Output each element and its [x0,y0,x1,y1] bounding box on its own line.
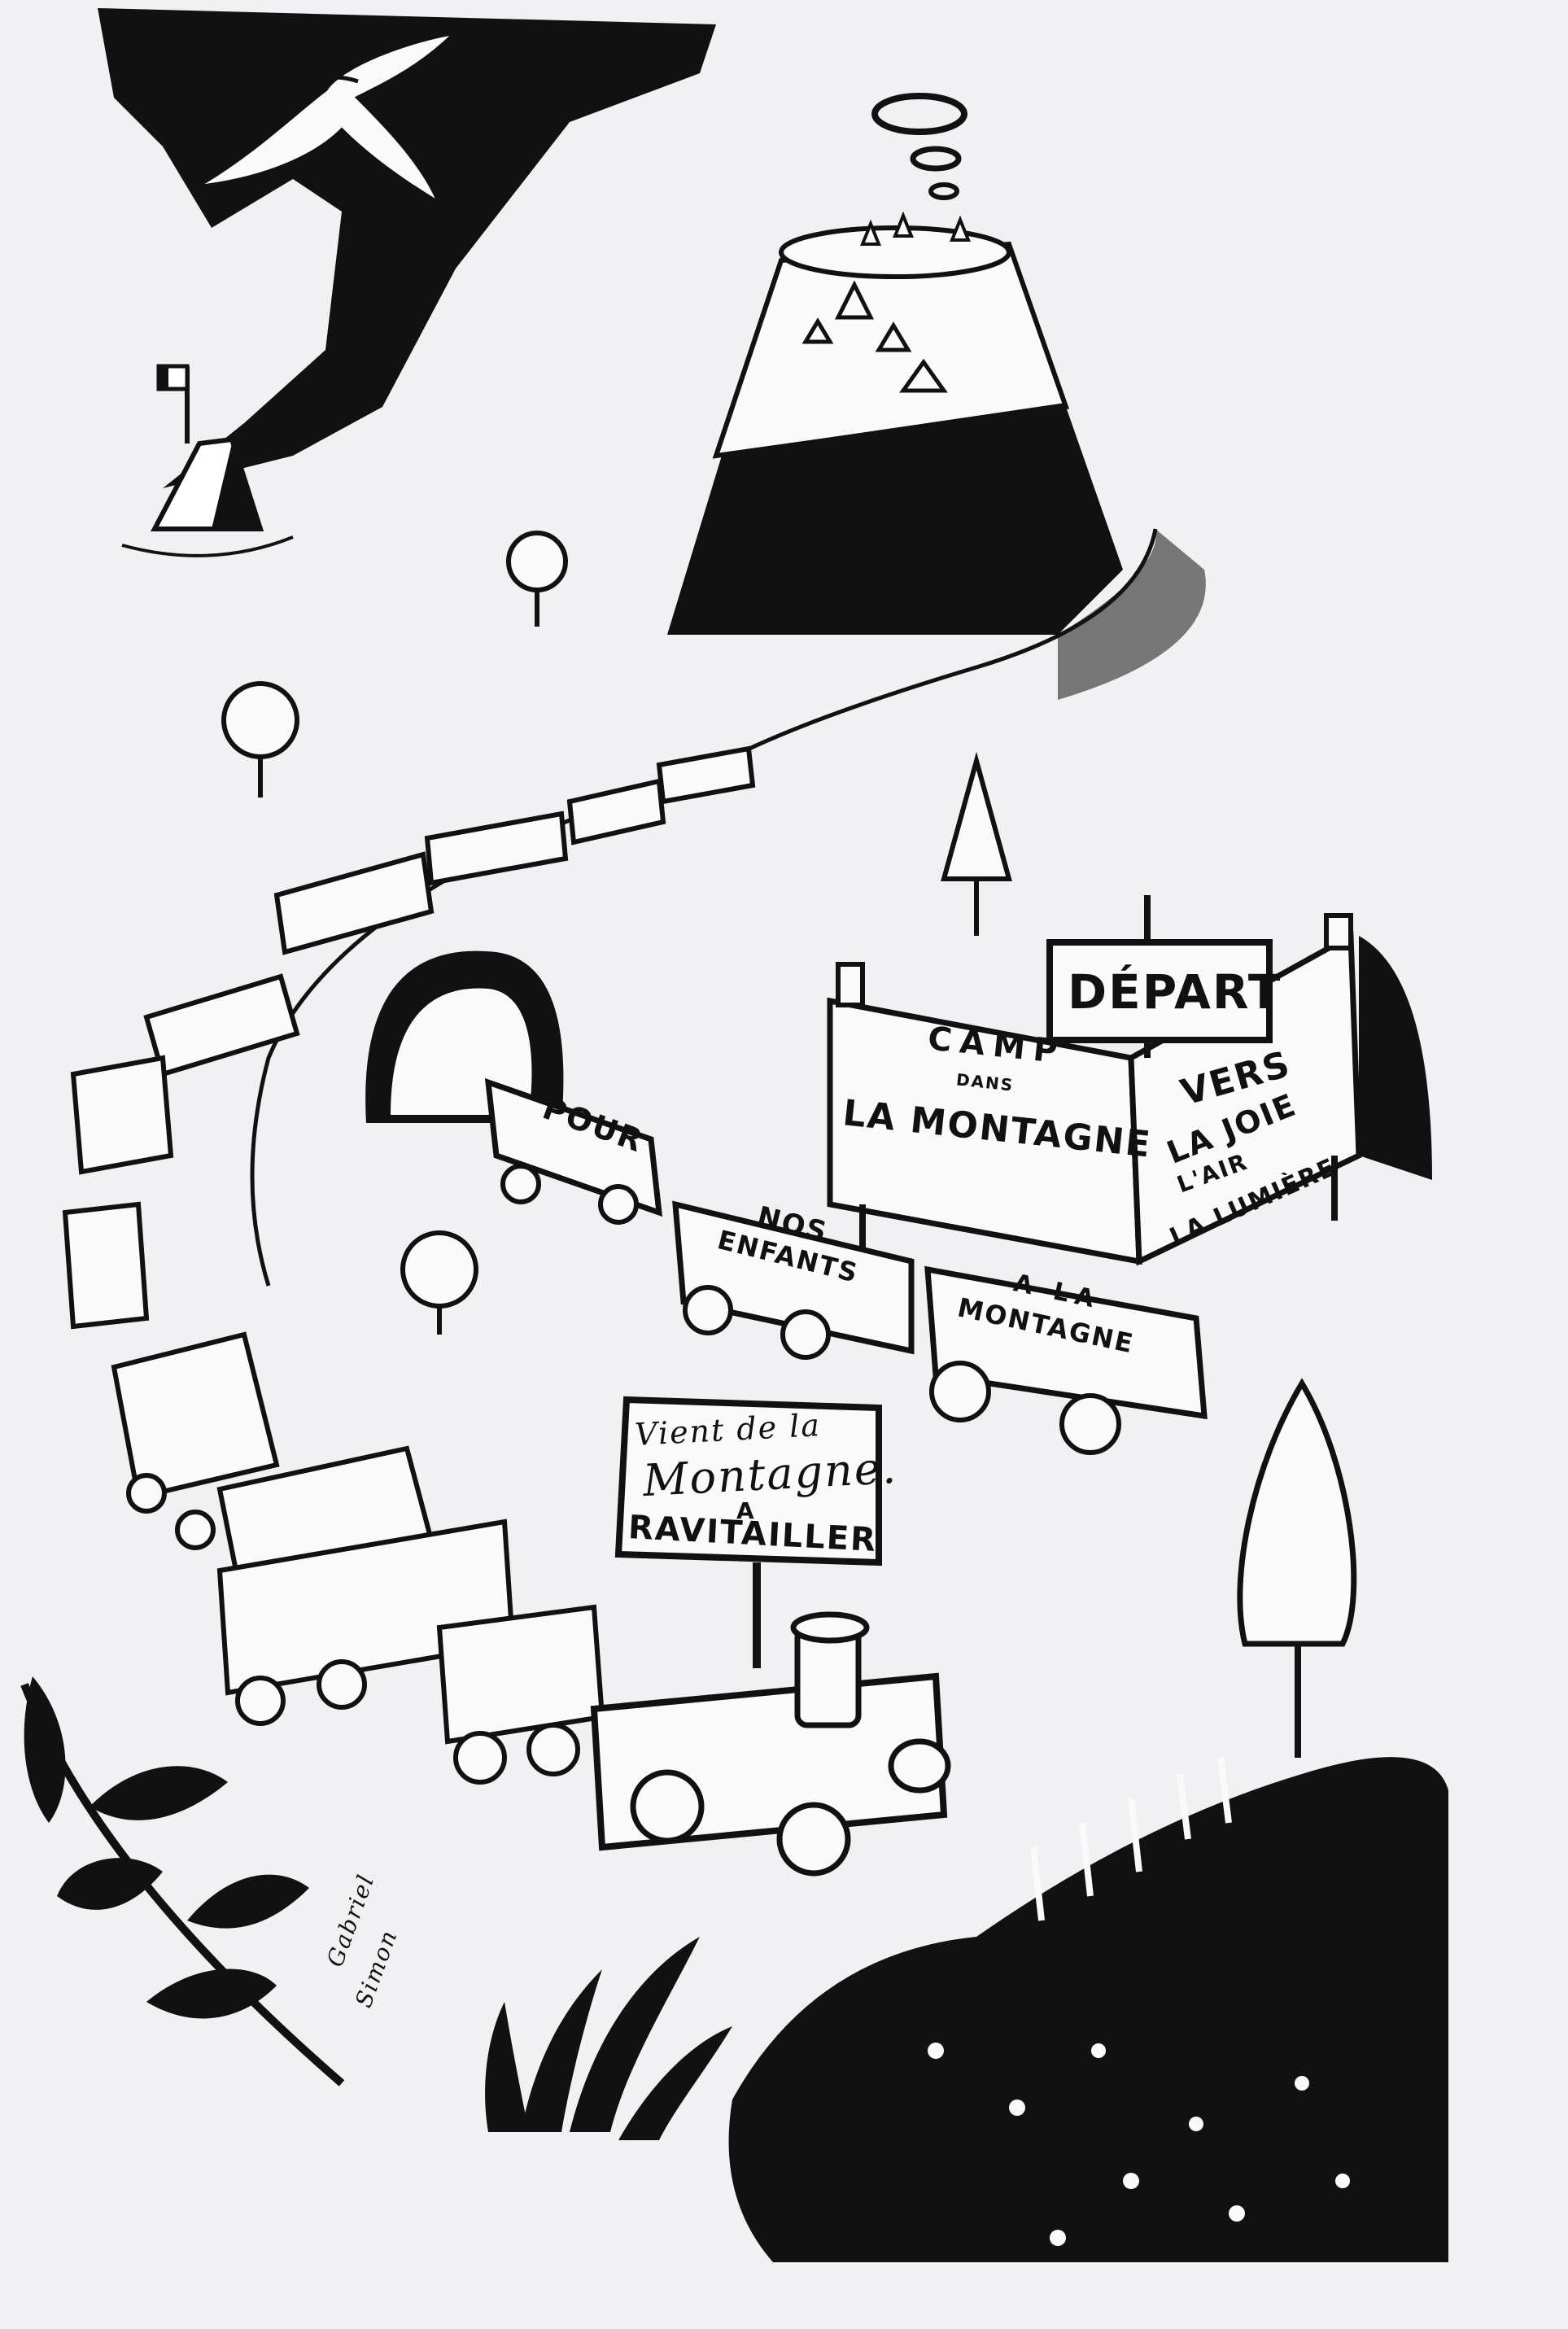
depart-sign-text: DÉPART [1068,964,1282,1020]
tree-left-small [506,531,568,627]
dark-bush-bottom-right [728,1757,1448,2262]
cypress-tree-right [1237,1378,1357,1758]
tree-bottom-left [400,1230,478,1335]
pine-tree-center [941,751,1012,936]
flag-hill [121,364,294,557]
camp-sign-board [827,895,1432,1286]
leafy-branch [20,1676,345,2086]
ravit-sign-line3: A [736,1497,756,1524]
wagon-row [62,745,756,1745]
camp-mountain [667,93,1206,700]
grass-tuft [485,1937,732,2140]
locomotive [590,1611,951,1877]
ravitailler-sign [614,1396,882,1668]
tree-left-mid [221,681,299,797]
lettered-wagons [484,1077,1208,1420]
lettered-wagon-wheels [500,1164,1121,1455]
depart-sign-board [1046,939,1273,1043]
dove-icon [194,29,462,208]
wagon-wheels [126,1473,580,1785]
dark-sky-area [98,8,716,488]
